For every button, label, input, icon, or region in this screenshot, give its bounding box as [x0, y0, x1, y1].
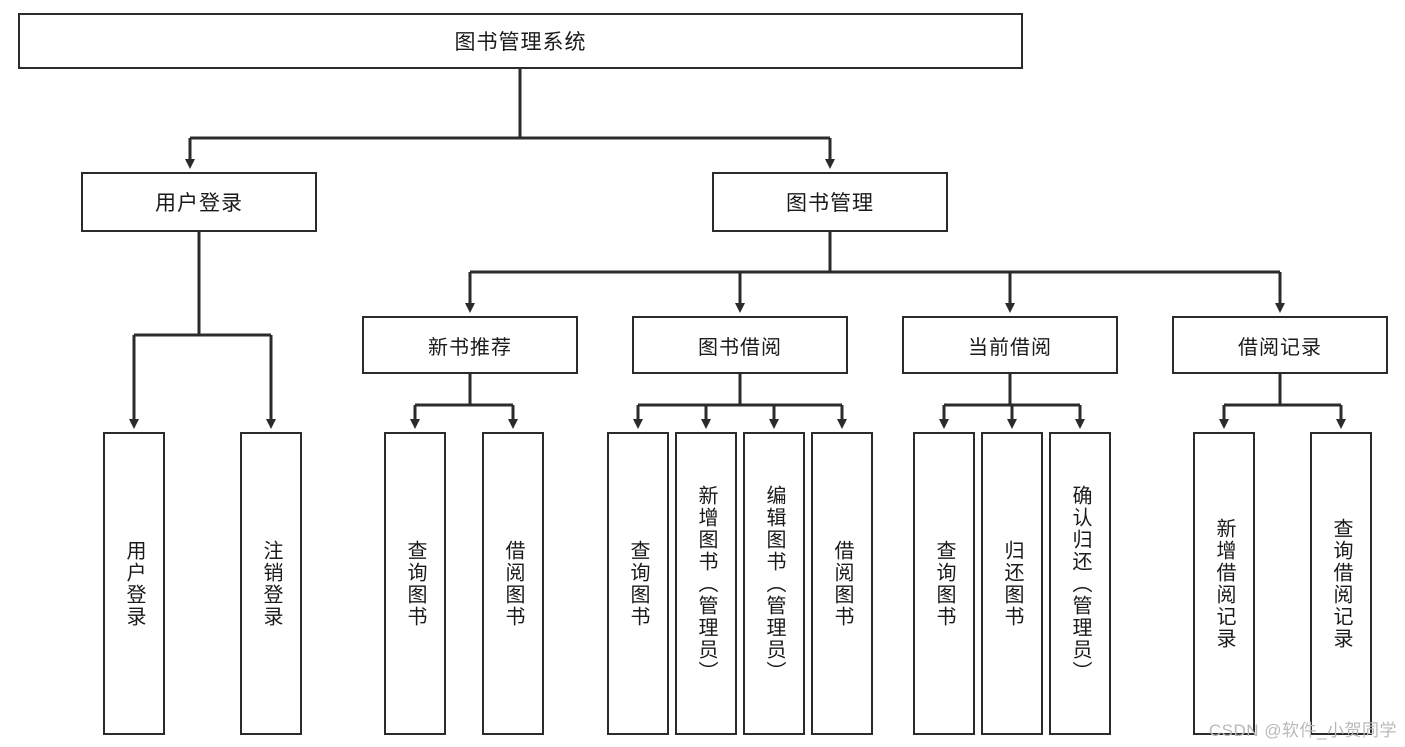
- node-leaf-query-book-1[interactable]: 查询图书: [384, 432, 446, 735]
- node-leaf-query-book-3-label: 查询图书: [933, 539, 955, 628]
- node-leaf-borrow-book-2[interactable]: 借阅图书: [811, 432, 873, 735]
- node-leaf-query-book-1-label: 查询图书: [404, 539, 426, 628]
- node-new-book-recommend[interactable]: 新书推荐: [362, 316, 578, 374]
- node-leaf-add-book-label: 新增图书（管理员）: [695, 484, 717, 683]
- node-new-book-recommend-label: 新书推荐: [428, 336, 512, 359]
- node-leaf-user-logout-label: 注销登录: [260, 539, 282, 628]
- node-leaf-edit-book-label: 编辑图书（管理员）: [763, 484, 785, 683]
- node-current-borrow[interactable]: 当前借阅: [902, 316, 1118, 374]
- node-borrow-record[interactable]: 借阅记录: [1172, 316, 1388, 374]
- node-leaf-add-record[interactable]: 新增借阅记录: [1193, 432, 1255, 735]
- node-leaf-borrow-book-1-label: 借阅图书: [502, 539, 524, 628]
- node-book-manage-label: 图书管理: [786, 192, 874, 215]
- watermark: CSDN @软件_小贺同学: [1208, 721, 1397, 740]
- node-current-borrow-label: 当前借阅: [968, 336, 1052, 359]
- node-user-login-label: 用户登录: [155, 192, 243, 215]
- node-leaf-query-book-2-label: 查询图书: [627, 539, 649, 628]
- node-leaf-query-book-2[interactable]: 查询图书: [607, 432, 669, 735]
- node-leaf-confirm-return[interactable]: 确认归还（管理员）: [1049, 432, 1111, 735]
- node-leaf-user-logout[interactable]: 注销登录: [240, 432, 302, 735]
- node-leaf-borrow-book-2-label: 借阅图书: [831, 539, 853, 628]
- node-root-label: 图书管理系统: [454, 31, 587, 54]
- node-leaf-add-record-label: 新增借阅记录: [1213, 517, 1235, 650]
- node-leaf-borrow-book-1[interactable]: 借阅图书: [482, 432, 544, 735]
- node-leaf-add-book[interactable]: 新增图书（管理员）: [675, 432, 737, 735]
- node-user-login[interactable]: 用户登录: [81, 172, 317, 232]
- node-leaf-confirm-return-label: 确认归还（管理员）: [1069, 484, 1091, 683]
- node-leaf-query-record[interactable]: 查询借阅记录: [1310, 432, 1372, 735]
- node-book-manage[interactable]: 图书管理: [712, 172, 948, 232]
- node-leaf-user-login[interactable]: 用户登录: [103, 432, 165, 735]
- node-book-borrow[interactable]: 图书借阅: [632, 316, 848, 374]
- node-borrow-record-label: 借阅记录: [1238, 336, 1322, 359]
- node-leaf-edit-book[interactable]: 编辑图书（管理员）: [743, 432, 805, 735]
- node-leaf-user-login-label: 用户登录: [123, 539, 145, 628]
- node-leaf-query-book-3[interactable]: 查询图书: [913, 432, 975, 735]
- node-root[interactable]: 图书管理系统: [18, 13, 1023, 69]
- node-leaf-return-book-label: 归还图书: [1001, 539, 1023, 628]
- node-book-borrow-label: 图书借阅: [698, 336, 782, 359]
- node-leaf-return-book[interactable]: 归还图书: [981, 432, 1043, 735]
- node-leaf-query-record-label: 查询借阅记录: [1330, 517, 1352, 650]
